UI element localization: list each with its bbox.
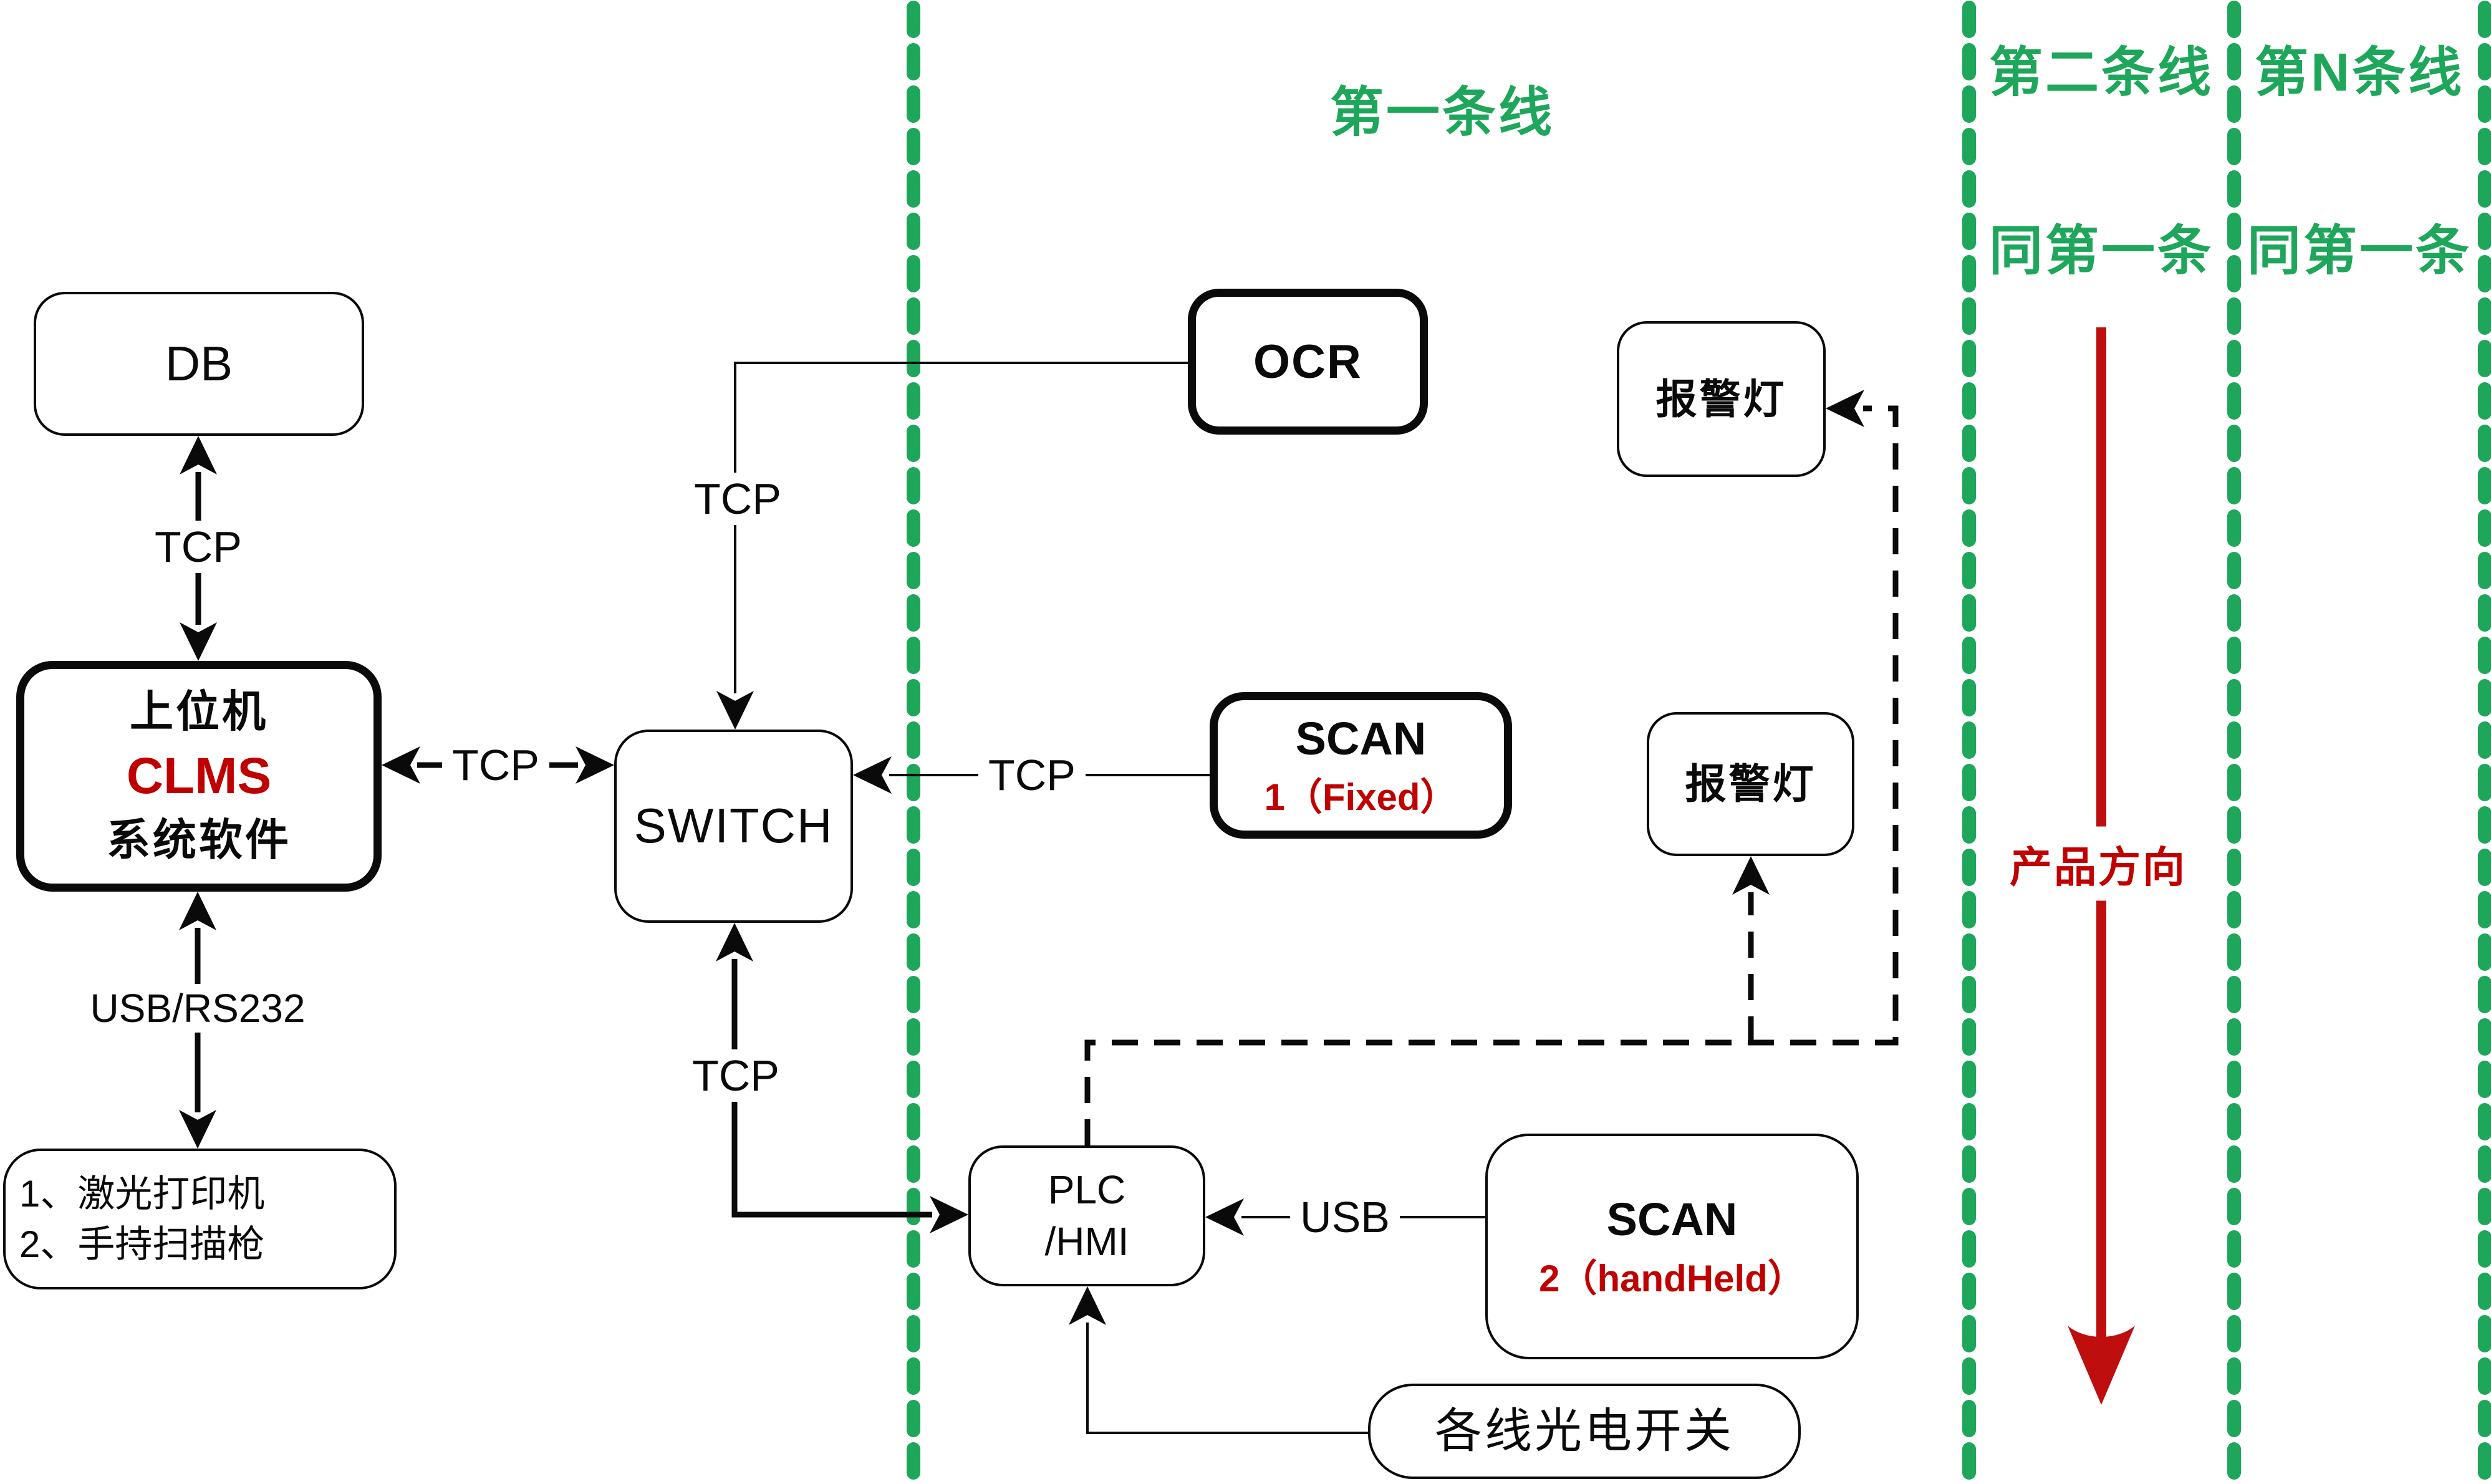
edge-label-switch-plc-tcp: TCP bbox=[682, 1049, 789, 1102]
edge-label-scan2-plc-usb: USB bbox=[1290, 1191, 1400, 1243]
alarm1-label: 报警灯 bbox=[1655, 375, 1787, 422]
node-scan2-handheld: SCAN 2（handHeld） bbox=[1485, 1134, 1859, 1359]
scan1-sublabel: 1（Fixed） bbox=[1264, 776, 1458, 819]
edge-label-clms-switch-tcp: TCP bbox=[442, 739, 549, 791]
peripheral-item-1: 1、激光打印机 bbox=[19, 1173, 265, 1215]
node-alarm-light-2: 报警灯 bbox=[1647, 712, 1854, 856]
photoswitch-label: 各线光电开关 bbox=[1435, 1405, 1734, 1458]
node-db: DB bbox=[34, 292, 364, 436]
scan2-label: SCAN bbox=[1606, 1193, 1738, 1246]
arrowheads bbox=[179, 390, 1864, 1325]
edge-label-usb-rs232: USB/RS232 bbox=[80, 984, 316, 1033]
peripheral-item-2: 2、手持扫描枪 bbox=[19, 1223, 265, 1265]
edge-label-ocr-switch-tcp: TCP bbox=[684, 473, 791, 525]
plc-label-line1: PLC bbox=[1048, 1167, 1126, 1212]
scan1-label: SCAN bbox=[1295, 712, 1427, 764]
edge-label-db-clms-tcp: TCP bbox=[145, 521, 252, 573]
alarm2-label: 报警灯 bbox=[1685, 761, 1816, 807]
lane-title-line2: 第二条线 bbox=[1989, 42, 2214, 103]
node-switch: SWITCH bbox=[614, 730, 853, 923]
clms-title-cn: 上位机 bbox=[130, 687, 268, 736]
switch-label: SWITCH bbox=[634, 798, 834, 854]
node-plc-hmi: PLC /HMI bbox=[968, 1145, 1205, 1286]
lane-note-lineN: 同第一条 bbox=[2247, 221, 2472, 281]
edge-label-scan1-switch-tcp: TCP bbox=[978, 749, 1086, 801]
clms-title-en: CLMS bbox=[126, 747, 272, 804]
product-direction-label: 产品方向 bbox=[2005, 826, 2191, 901]
clms-subtitle-cn: 系统软件 bbox=[107, 816, 291, 865]
node-peripherals: 1、激光打印机 2、手持扫描枪 bbox=[3, 1149, 397, 1289]
lane-title-lineN: 第N条线 bbox=[2254, 42, 2465, 103]
node-photoelectric-switches: 各线光电开关 bbox=[1368, 1384, 1801, 1479]
lane-divider-lines bbox=[907, 1, 2491, 1484]
node-scan1-fixed: SCAN 1（Fixed） bbox=[1210, 692, 1512, 839]
lane-note-line2: 同第一条 bbox=[1989, 221, 2214, 281]
lane-title-line1: 第一条线 bbox=[1330, 82, 1554, 143]
ocr-label: OCR bbox=[1253, 335, 1362, 388]
scan2-sublabel: 2（handHeld） bbox=[1539, 1257, 1805, 1299]
db-label: DB bbox=[165, 335, 233, 391]
node-clms-host: 上位机 CLMS 系统软件 bbox=[16, 661, 382, 892]
plc-label-line2: /HMI bbox=[1044, 1219, 1129, 1264]
node-ocr: OCR bbox=[1188, 289, 1428, 435]
alarm-signal-dashed-path bbox=[1084, 405, 1899, 1145]
node-alarm-light-1: 报警灯 bbox=[1617, 321, 1826, 477]
